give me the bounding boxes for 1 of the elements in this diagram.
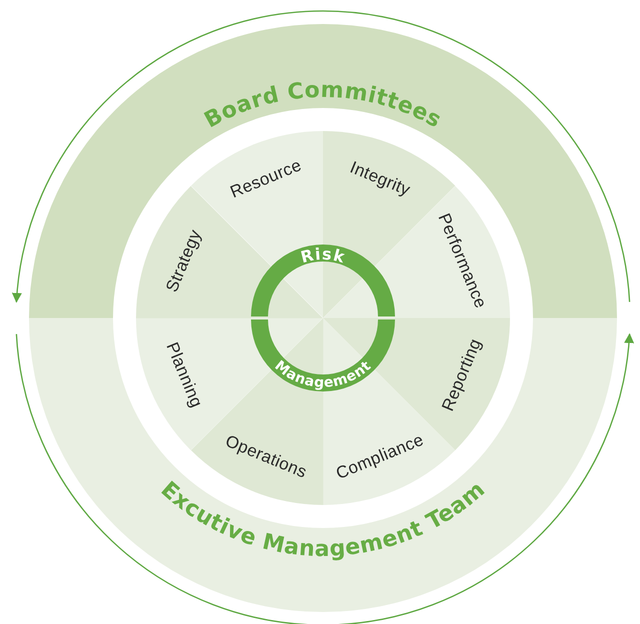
- ring-title: Risk: [298, 244, 348, 267]
